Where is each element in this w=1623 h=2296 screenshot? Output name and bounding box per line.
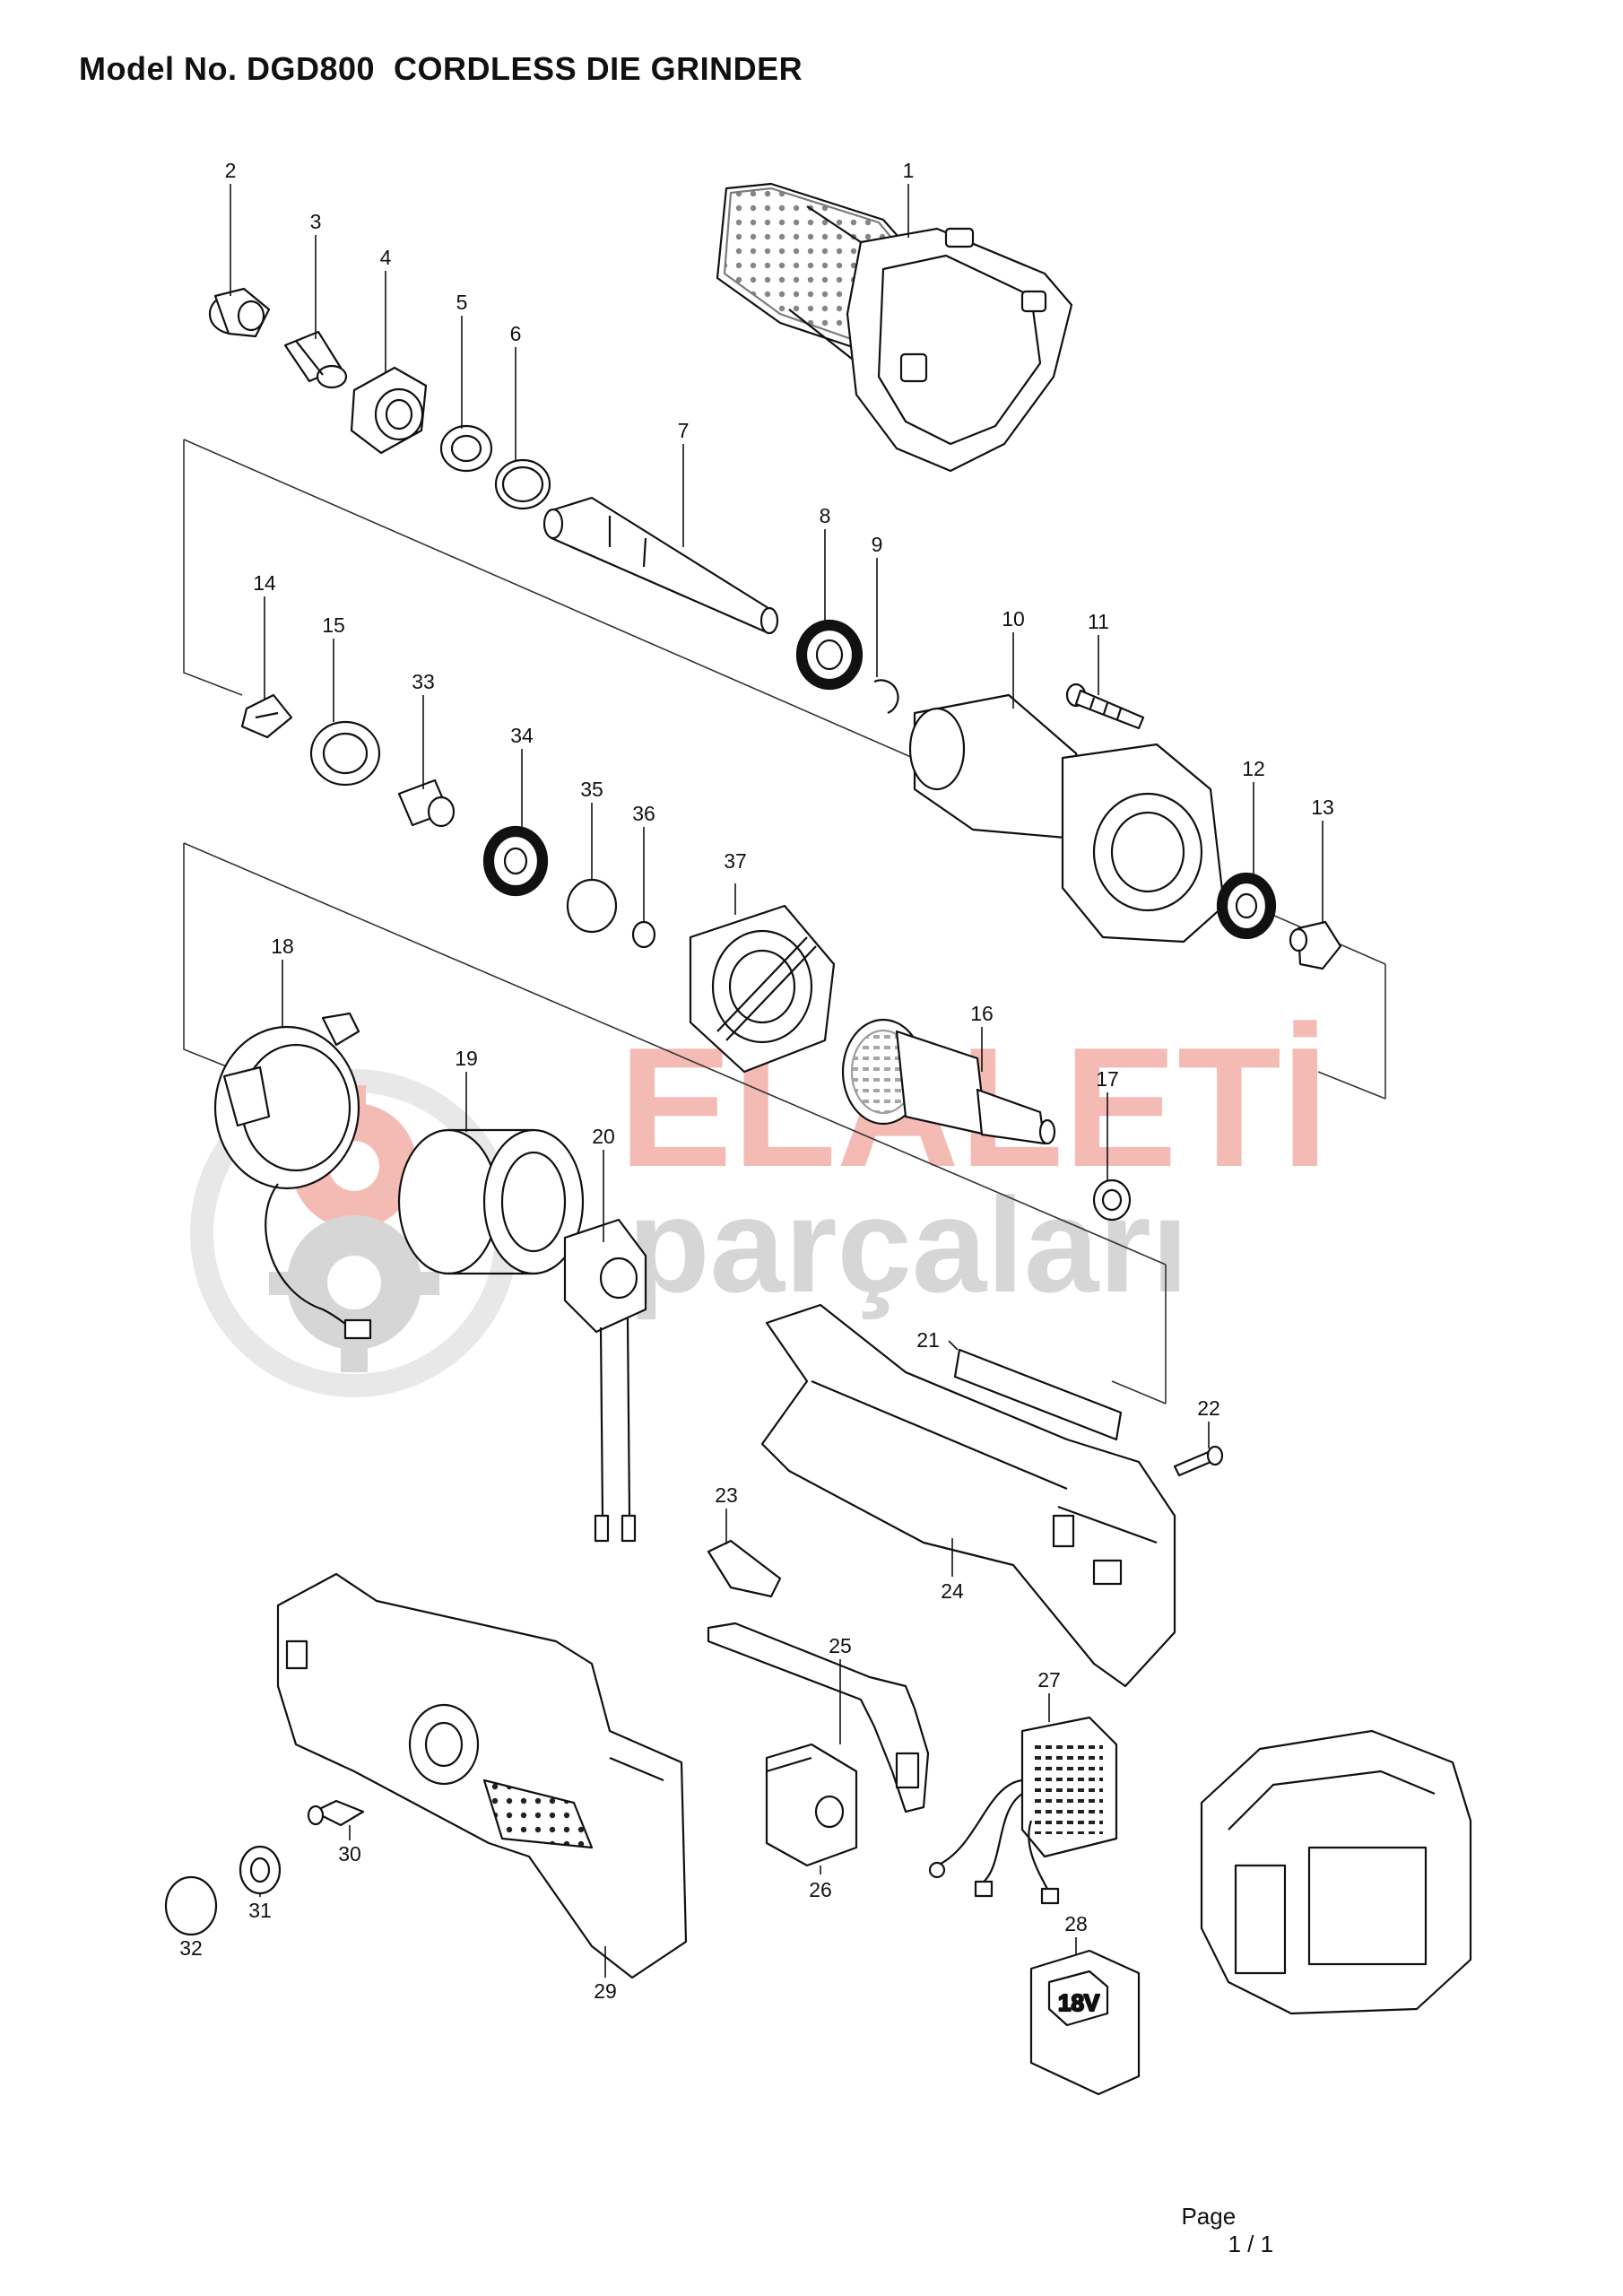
- part-24-housing-half: [760, 1303, 1176, 1688]
- part-label: 31: [248, 1899, 272, 1922]
- part-label: 3: [310, 210, 322, 233]
- part-3-collet: [283, 330, 348, 389]
- part-37-baffle-plate: [689, 904, 836, 1074]
- part-20-switch: [563, 1218, 647, 1543]
- part-23-switch-lever: [707, 1539, 782, 1598]
- part-label: 5: [456, 291, 468, 314]
- part-30-screw: [307, 1799, 365, 1827]
- part-label: 28: [1064, 1912, 1088, 1935]
- part-label: 18: [271, 935, 294, 958]
- part-19-stator: [397, 1128, 585, 1275]
- footer-label: Page: [1181, 2203, 1237, 2230]
- part-label: 11: [1088, 610, 1109, 633]
- part-31-button: [239, 1845, 282, 1895]
- part-13-fan-nut: [1289, 920, 1342, 970]
- part-11-screw: [1065, 683, 1145, 730]
- gear-icon-gray: [269, 1215, 439, 1372]
- page-footer: Page 1 / 1: [1168, 2175, 1273, 2258]
- part-4-lock-nut: [350, 366, 428, 455]
- part-label: 14: [253, 571, 276, 595]
- part-18-brush-holder-plate: [213, 1012, 372, 1340]
- part-25-switch-rod: [707, 1622, 930, 1813]
- part-label: 20: [592, 1125, 615, 1148]
- part-label: 36: [632, 802, 655, 825]
- part-number-labels: 1 2 3 4 5 6 7 8 9 10 11 12 13 14 15 16 1…: [179, 159, 1334, 2003]
- page-number: 1 / 1: [1228, 2231, 1274, 2257]
- part-label: 26: [809, 1878, 832, 1901]
- part-27-controller: [928, 1716, 1118, 1905]
- part-16-armature: [841, 1018, 1056, 1145]
- part-34-bearing: [482, 825, 549, 897]
- part-label: 2: [225, 159, 237, 182]
- part-label: 7: [678, 419, 690, 442]
- part-22-tapping-screw: [1173, 1445, 1224, 1477]
- part-label: 8: [820, 504, 831, 527]
- page-title: Model No. DGD800 CORDLESS DIE GRINDER: [79, 50, 803, 87]
- part-28-terminal: 18V: [1029, 1949, 1141, 2096]
- part-label: 19: [455, 1047, 478, 1070]
- part-label: 37: [724, 849, 747, 873]
- part-7-spindle: [542, 496, 779, 635]
- part-label: 9: [872, 533, 883, 556]
- part-label: 6: [510, 322, 522, 345]
- battery-voltage-label: 18V: [1058, 1989, 1100, 2016]
- part-35-o-ring: [566, 878, 618, 934]
- part-label: 12: [1242, 757, 1265, 780]
- part-17-nut: [1092, 1178, 1132, 1222]
- part-8-bearing: [795, 619, 864, 691]
- part-label: 30: [338, 1842, 361, 1866]
- part-6-ring: [494, 458, 551, 510]
- part-label: 16: [970, 1002, 994, 1025]
- part-label: 13: [1311, 796, 1334, 819]
- part-label: 21: [916, 1328, 940, 1352]
- part-label: 1: [903, 159, 915, 182]
- part-14-retainer: [240, 693, 293, 739]
- part-label: 22: [1197, 1396, 1220, 1420]
- part-33-bearing-retainer: [397, 778, 456, 828]
- part-21-label-strip: [953, 1348, 1123, 1441]
- part-label: 15: [322, 613, 345, 637]
- part-36-retaining-ring: [631, 920, 656, 949]
- part-label: 32: [179, 1936, 203, 1960]
- part-9-retaining-ring: [873, 679, 899, 715]
- part-label: 23: [715, 1483, 738, 1507]
- part-label: 34: [510, 724, 534, 747]
- part-12-bearing: [1216, 872, 1277, 940]
- part-15-flat-washer: [309, 720, 381, 787]
- part-2-cap-nut: [208, 287, 271, 338]
- part-label: 25: [829, 1634, 852, 1657]
- part-10-motor-housing: [908, 693, 1226, 944]
- battery-pack: [1200, 1729, 1472, 2015]
- part-29-main-housing: [276, 1572, 688, 1979]
- part-label: 4: [380, 246, 392, 269]
- leader-lines: [230, 184, 1324, 1978]
- part-32-cap: [164, 1875, 218, 1936]
- part-label: 17: [1096, 1067, 1119, 1091]
- part-label: 27: [1037, 1668, 1061, 1692]
- part-1-housing: [716, 182, 1073, 473]
- part-label: 35: [580, 778, 603, 801]
- part-26-switch-block: [765, 1743, 858, 1867]
- part-5-washer: [439, 424, 493, 473]
- part-label: 29: [594, 1979, 617, 2003]
- part-label: 24: [941, 1579, 964, 1603]
- part-label: 33: [412, 670, 435, 693]
- part-label: 10: [1002, 607, 1025, 631]
